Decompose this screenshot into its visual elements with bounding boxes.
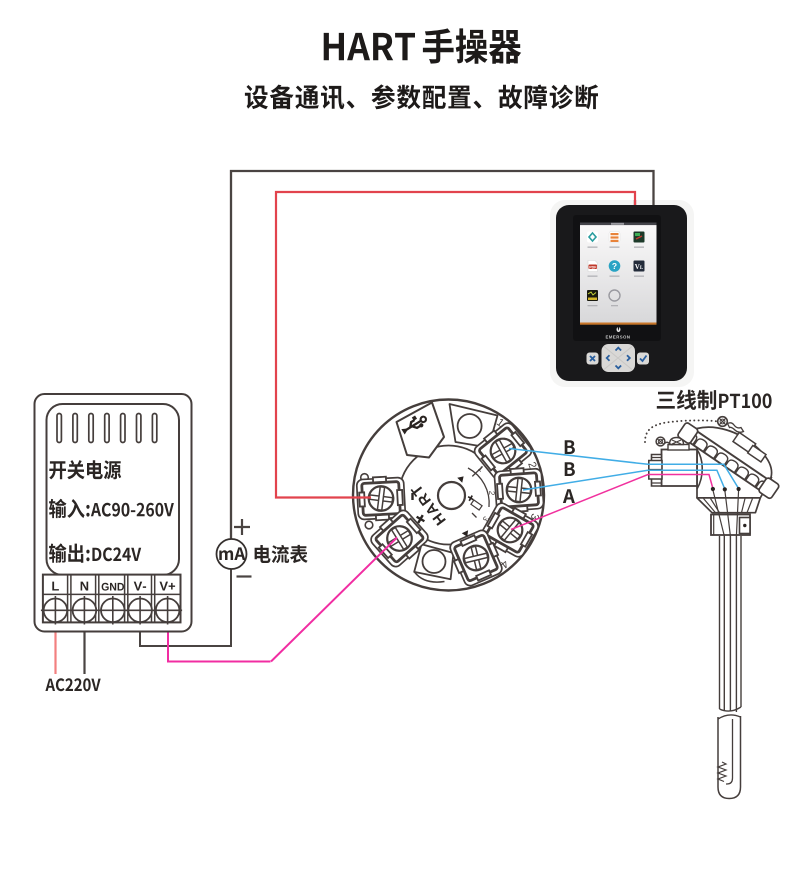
svg-text:PDF: PDF xyxy=(589,265,597,269)
svg-text:VL: VL xyxy=(635,263,644,271)
svg-text:?: ? xyxy=(612,261,617,271)
